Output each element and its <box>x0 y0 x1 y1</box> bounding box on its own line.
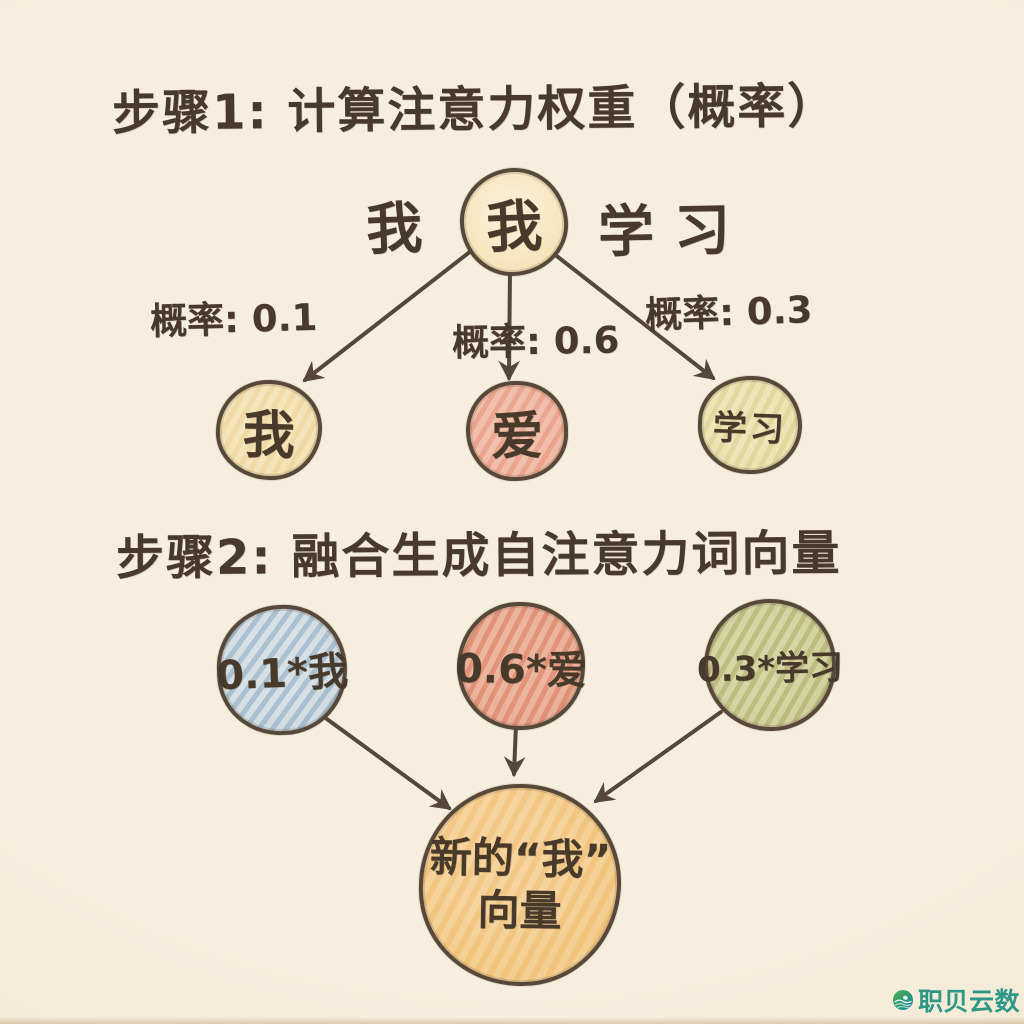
output-node-line2: 向量 <box>477 885 562 936</box>
step1-query-node-label: 我 <box>485 193 544 261</box>
step1-title: 步骤1: 计算注意力权重（概率） <box>111 78 838 142</box>
brand-name: 职贝云数 <box>917 987 1020 1016</box>
edge-label-prob-me: 概率: 0.1 <box>149 295 318 344</box>
brand-logo-icon <box>892 989 914 1011</box>
step1-context-word-left: 我 <box>365 196 424 263</box>
step1-token-node-love-label: 爱 <box>490 406 544 467</box>
arrow-query-to-love <box>498 266 520 382</box>
step1-context-word-right: 学习 <box>597 197 751 266</box>
step1-token-node-me-label: 我 <box>242 404 296 467</box>
step2-weighted-node-love-label: 0.6*爱 <box>454 645 588 695</box>
edge-label-prob-love: 概率: 0.6 <box>451 318 620 365</box>
brand-watermark: 职贝云数 <box>892 982 1020 1018</box>
step1-token-node-study-label: 学习 <box>712 407 788 450</box>
step2-weighted-node-study-label: 0.3*学习 <box>696 647 844 690</box>
step2-title: 步骤2: 融合生成自注意力词向量 <box>115 525 842 587</box>
arrow-weighted-study-to-output <box>593 710 723 803</box>
step2-weighted-node-me-label: 0.1*我 <box>215 648 349 700</box>
arrow-weighted-me-to-output <box>318 712 452 810</box>
step2-output-node-label: 新的“我” 向量 <box>428 831 611 939</box>
output-node-line1: 新的“我” <box>429 831 612 885</box>
step1-token-node-love: 爱 <box>465 380 569 482</box>
arrow-query-to-me <box>302 249 473 382</box>
arrow-query-to-study <box>547 248 716 380</box>
step2-weighted-node-study: 0.3*学习 <box>697 597 843 733</box>
edge-label-prob-study: 概率: 0.3 <box>644 288 814 337</box>
arrow-weighted-love-to-output <box>503 722 526 778</box>
